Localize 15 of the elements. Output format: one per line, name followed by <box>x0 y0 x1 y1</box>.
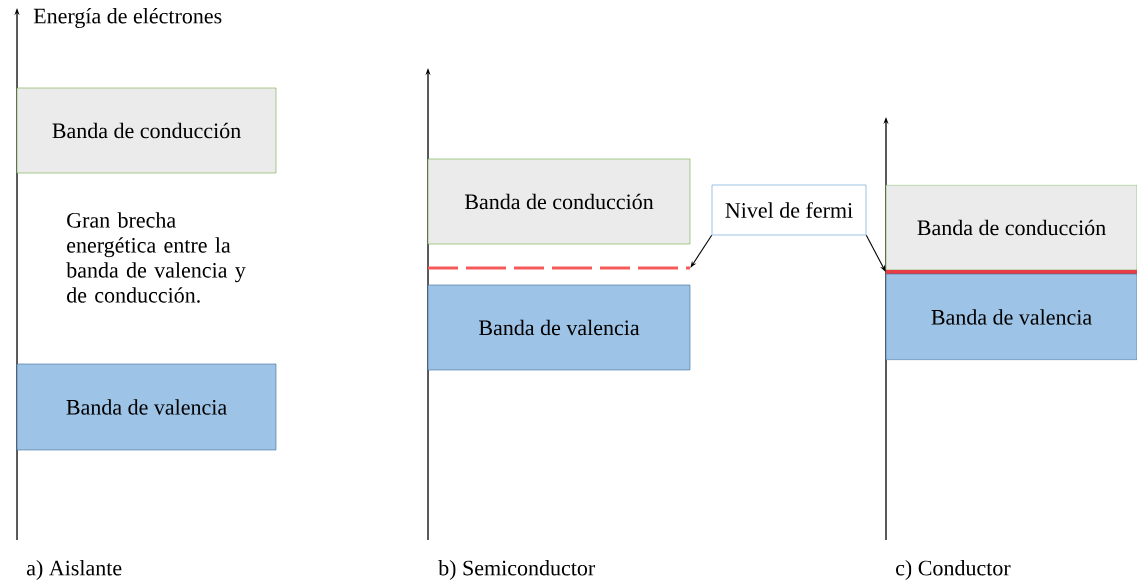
arrow <box>865 234 886 272</box>
fermi-level-line <box>428 266 690 270</box>
valence-band-box: Banda de valencia <box>885 273 1137 361</box>
valence-band-box: Banda de valencia <box>427 284 691 371</box>
caption: b) Semiconductor <box>438 560 596 580</box>
caption: c) Conductor <box>896 560 1011 580</box>
note-text: Gran brecha energética entre la banda de valencia y de conducción. <box>66 212 246 303</box>
conduction-band-box: Banda de conducción <box>885 184 1137 271</box>
axis-label: Energía de eléctrones <box>33 7 222 28</box>
arrow <box>690 234 713 268</box>
callout-box: Nivel de fermi <box>711 184 867 236</box>
conduction-band-box: Banda de conducción <box>427 158 691 245</box>
caption: a) Aislante <box>27 560 122 580</box>
valence-band-box: Banda de valencia <box>16 363 277 451</box>
conduction-band-box: Banda de conducción <box>16 87 277 174</box>
